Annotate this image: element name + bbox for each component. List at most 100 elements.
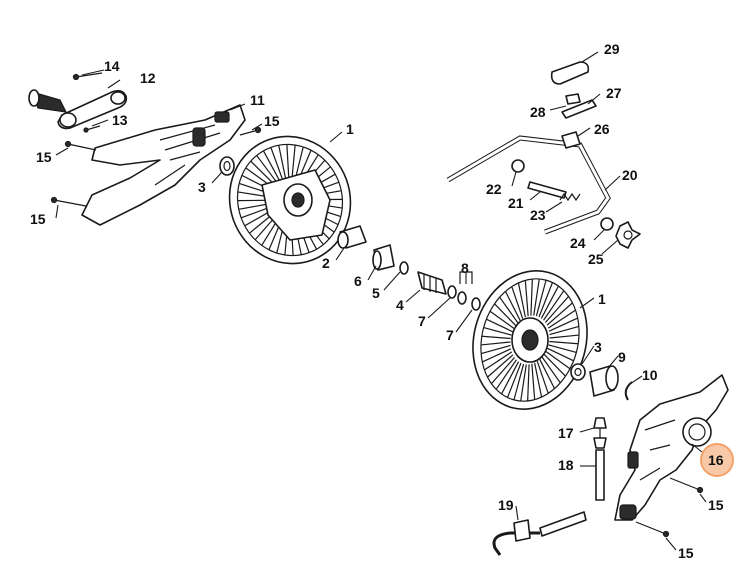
drum-spoke xyxy=(483,326,512,336)
drum-spoke xyxy=(482,348,512,363)
label-21[interactable]: 21 xyxy=(508,195,524,211)
hose-assembly-part-19 xyxy=(492,511,587,556)
label-29[interactable]: 29 xyxy=(604,41,620,57)
label-7-upper[interactable]: 7 xyxy=(418,313,426,329)
label-25[interactable]: 25 xyxy=(588,251,604,267)
drum-spoke xyxy=(506,362,522,398)
drum-spoke xyxy=(504,291,521,321)
drum-spoke xyxy=(544,295,570,323)
label-23[interactable]: 23 xyxy=(530,207,546,223)
drum-spoke xyxy=(527,364,530,401)
leader-lines xyxy=(55,51,707,551)
drum-spoke xyxy=(490,357,516,385)
drum-spoke xyxy=(548,344,577,354)
label-11[interactable]: 11 xyxy=(250,92,265,108)
knob-part-22 xyxy=(511,159,525,173)
fitting-part-6 xyxy=(372,244,395,271)
label-15-right-lower[interactable]: 15 xyxy=(678,545,694,561)
label-1-rear[interactable]: 1 xyxy=(346,121,354,137)
label-12[interactable]: 12 xyxy=(140,70,156,86)
drum-spoke xyxy=(495,359,517,390)
label-15-right-upper[interactable]: 15 xyxy=(708,497,724,513)
label-1-front[interactable]: 1 xyxy=(598,291,606,307)
drum-spoke xyxy=(543,290,565,321)
shaft-part-2 xyxy=(337,225,367,249)
drum-spoke xyxy=(238,203,270,210)
drum-spoke xyxy=(524,280,529,317)
label-5[interactable]: 5 xyxy=(372,285,380,301)
drum-spoke xyxy=(480,341,511,346)
bushing-part-9 xyxy=(589,365,619,397)
drum-spoke xyxy=(499,296,519,324)
label-10[interactable]: 10 xyxy=(642,367,658,383)
drum-spoke xyxy=(487,354,514,378)
handle-bar-part-20 xyxy=(446,135,611,235)
drum-spoke xyxy=(531,363,536,400)
drum-spoke xyxy=(546,302,573,326)
oring-part-5 xyxy=(399,261,409,275)
drum-spoke xyxy=(262,150,280,181)
drum-spoke xyxy=(484,351,513,371)
part-labels: 14 12 13 11 15 15 15 3 1 2 29 27 28 26 2… xyxy=(30,41,724,561)
label-4[interactable]: 4 xyxy=(396,297,404,313)
bolt-part-21 xyxy=(527,181,567,199)
label-19[interactable]: 19 xyxy=(498,497,514,513)
drum-spoke xyxy=(489,310,515,329)
drum-spoke xyxy=(536,361,549,394)
label-20[interactable]: 20 xyxy=(622,167,638,183)
washer-part-24 xyxy=(600,217,614,231)
label-9[interactable]: 9 xyxy=(618,349,626,365)
drum-spoke xyxy=(250,160,275,185)
drum-spoke xyxy=(540,285,559,319)
label-15-top[interactable]: 15 xyxy=(264,113,280,129)
label-3-left[interactable]: 3 xyxy=(198,179,206,195)
label-24[interactable]: 24 xyxy=(570,235,586,251)
drum-spoke xyxy=(538,282,554,318)
drum-spoke xyxy=(517,282,526,318)
hose-part-18 xyxy=(595,449,605,501)
drum-spoke xyxy=(494,303,517,326)
washer-part-3-left xyxy=(219,156,235,176)
label-14[interactable]: 14 xyxy=(104,58,120,74)
drum-spoke xyxy=(278,145,287,179)
drum-spoke xyxy=(547,309,576,329)
drum-spoke xyxy=(549,334,580,339)
drum-spoke xyxy=(549,325,580,336)
label-6[interactable]: 6 xyxy=(354,273,362,289)
label-15-left-upper[interactable]: 15 xyxy=(36,149,52,165)
label-2[interactable]: 2 xyxy=(322,255,330,271)
drum-spoke xyxy=(256,155,278,183)
drum-spoke xyxy=(511,286,524,319)
fitting-part-17 xyxy=(593,417,607,449)
sleeve-part-29 xyxy=(550,61,590,85)
drum-spoke xyxy=(286,144,290,178)
reel-drum-part-1-rear xyxy=(228,135,352,265)
drum-spoke xyxy=(539,359,556,389)
drum-spoke xyxy=(535,279,547,317)
drum-spoke xyxy=(480,344,511,355)
clamp-part-26 xyxy=(561,131,581,149)
label-8[interactable]: 8 xyxy=(461,260,469,276)
label-16[interactable]: 16 xyxy=(708,452,724,468)
label-3-right[interactable]: 3 xyxy=(594,339,602,355)
clip-part-10 xyxy=(624,381,633,401)
drum-spoke xyxy=(549,340,579,345)
label-13[interactable]: 13 xyxy=(112,112,128,128)
label-27[interactable]: 27 xyxy=(606,85,622,101)
label-18[interactable]: 18 xyxy=(558,457,574,473)
drum-spoke xyxy=(520,364,527,402)
label-22[interactable]: 22 xyxy=(486,181,502,197)
label-7-lower[interactable]: 7 xyxy=(446,327,454,343)
drum-spoke xyxy=(533,278,540,316)
drum-spoke xyxy=(547,347,574,362)
label-17[interactable]: 17 xyxy=(558,425,574,441)
reel-drum-part-1-front xyxy=(472,270,588,410)
crank-handle-part-12 xyxy=(28,89,128,130)
label-26[interactable]: 26 xyxy=(594,121,610,137)
label-15-left-lower[interactable]: 15 xyxy=(30,211,46,227)
drum-spoke xyxy=(270,147,283,180)
label-28[interactable]: 28 xyxy=(530,104,546,120)
highlight-circle-16[interactable] xyxy=(700,443,734,477)
drum-spoke xyxy=(481,335,511,340)
